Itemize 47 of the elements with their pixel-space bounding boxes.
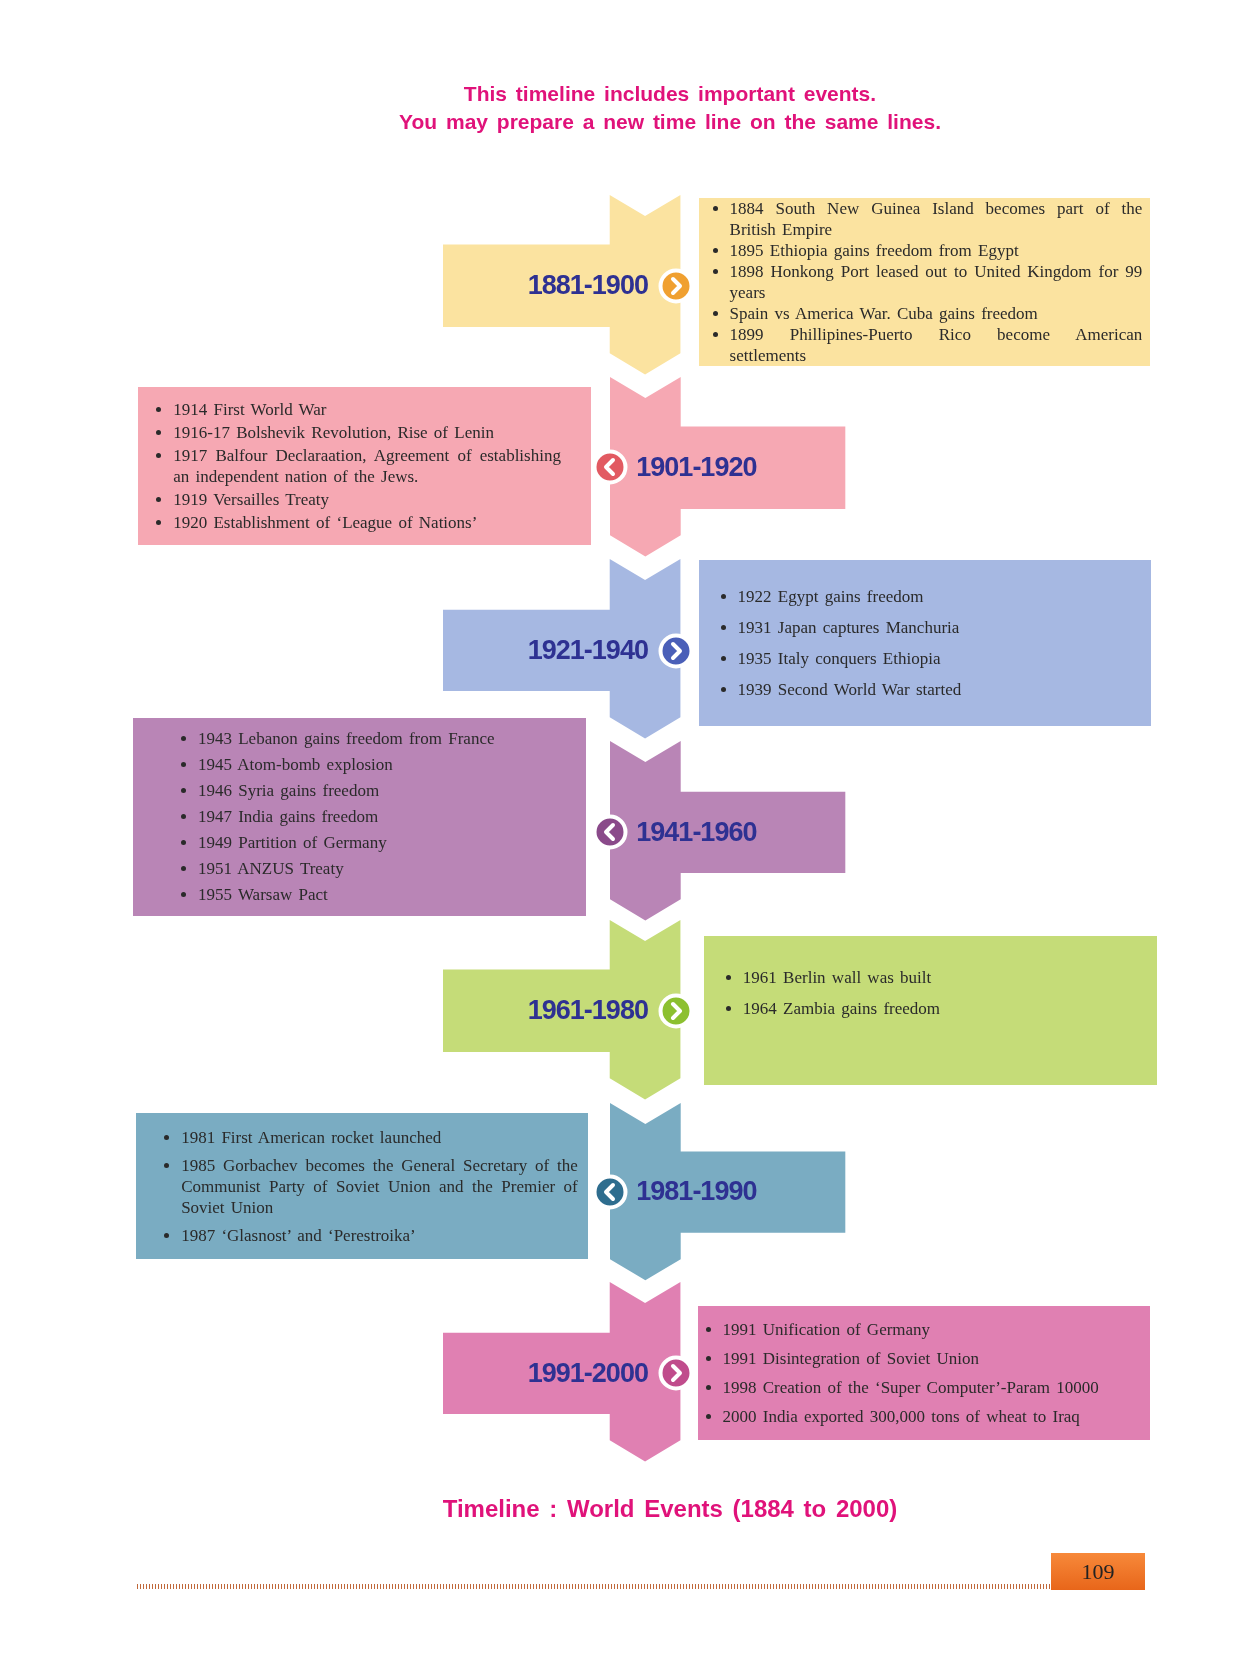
event-text: 1981 First American rocket launched <box>181 1126 443 1148</box>
event-text: 1991 Disintegration of Soviet Union <box>722 1348 980 1370</box>
page-number: 109 <box>1051 1553 1145 1590</box>
event-text: 1939 Second World War started <box>737 679 963 701</box>
period-label: 1961-1980 <box>526 994 648 1028</box>
event-text: 1899 Phillipines-Puerto Rico become American settlements <box>729 324 1143 367</box>
period-label: 1941-1960 <box>636 815 758 849</box>
event-text: 1943 Lebanon gains freedom from France <box>197 728 496 750</box>
event-text: 1919 Versailles Treaty <box>173 488 330 510</box>
event-text: 1914 First World War <box>173 398 328 420</box>
event-text: 1985 Gorbachev becomes the General Secretary of the Communist Party of Soviet Union and the Premier of Soviet Union <box>181 1154 578 1218</box>
event-text: 1998 Creation of the ‘Super Computer’-Param 10000 <box>722 1377 1100 1399</box>
event-text: 1945 Atom-bomb explosion <box>197 754 394 776</box>
event-text: 1935 Italy conquers Ethiopia <box>737 648 942 670</box>
event-text: Spain vs America War. Cuba gains freedom <box>729 303 1039 325</box>
event-text: 1895 Ethiopia gains freedom from Egypt <box>729 240 1020 262</box>
period-label: 1991-2000 <box>526 1356 648 1390</box>
event-text: 1987 ‘Glasnost’ and ‘Perestroika’ <box>181 1224 417 1246</box>
event-text: 1916-17 Bolshevik Revolution, Rise of Lenin <box>173 421 495 443</box>
event-text: 1947 India gains freedom <box>197 806 380 828</box>
events-panel <box>698 560 1152 726</box>
event-text: 1955 Warsaw Pact <box>197 884 329 906</box>
events-panel <box>138 387 591 545</box>
event-text: 1917 Balfour Declaraation, Agreement of establishing an independent nation of the Jews. <box>173 444 561 487</box>
event-text: 1951 ANZUS Treaty <box>197 858 345 880</box>
events-panel <box>132 717 586 916</box>
event-text: 1931 Japan captures Manchuria <box>737 617 961 639</box>
events-panel <box>698 198 1151 367</box>
event-text: 1898 Honkong Port leased out to United Kingdom for 99 years <box>729 261 1143 304</box>
period-label: 1921-1940 <box>526 634 648 668</box>
event-text: 1884 South New Guinea Island becomes part of the British Empire <box>729 198 1143 241</box>
event-text: 1961 Berlin wall was built <box>742 967 933 989</box>
caption: Timeline : World Events (1884 to 2000) <box>441 1495 899 1523</box>
events-panel <box>697 1306 1151 1441</box>
event-text: 1964 Zambia gains freedom <box>742 998 942 1020</box>
heading: This timeline includes important events. You may prepare a new time line on the same lines. <box>398 81 942 135</box>
period-label: 1901-1920 <box>636 450 758 484</box>
event-text: 1922 Egypt gains freedom <box>737 586 925 608</box>
period-label: 1981-1990 <box>636 1175 758 1209</box>
event-text: 1991 Unification of Germany <box>722 1319 932 1341</box>
event-text: 1946 Syria gains freedom <box>197 780 381 802</box>
event-text: 2000 India exported 300,000 tons of wheat to Iraq <box>722 1406 1081 1428</box>
event-text: 1949 Partition of Germany <box>197 832 388 854</box>
events-panel <box>703 936 1157 1085</box>
events-panel <box>136 1113 588 1259</box>
period-label: 1881-1900 <box>526 269 648 303</box>
event-text: 1920 Establishment of ‘League of Nations’ <box>173 511 479 533</box>
